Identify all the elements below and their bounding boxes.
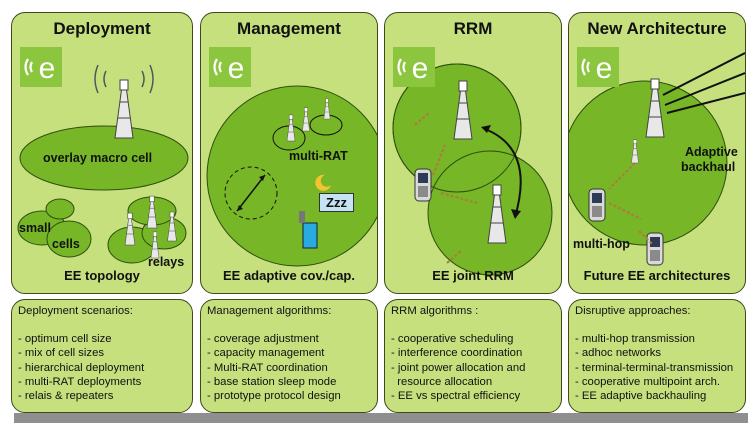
list-item: - prototype protocol design: [207, 390, 341, 403]
list-item: - cooperative multipoint arch.: [575, 375, 721, 388]
e-logo-icon: e: [20, 47, 62, 87]
list-item: - multi-hop transmission: [575, 333, 695, 346]
mobile-phone-icon: [646, 232, 664, 266]
sleeping-base-station-icon: [302, 222, 318, 249]
disruptive-approaches-box: Disruptive approaches: - multi-hop trans…: [568, 299, 746, 413]
multi-hop-label: multi-hop: [573, 237, 630, 251]
list-item: - coverage adjustment: [207, 333, 319, 346]
mobile-phone-icon: [414, 168, 432, 202]
panel-title: RRM: [453, 19, 493, 38]
list-item: - hierarchical deployment: [18, 361, 145, 374]
new-architecture-panel: New Architecture e Adaptive backhaul mul…: [568, 12, 746, 294]
box-heading: RRM algorithms :: [391, 305, 479, 317]
mobile-phone-icon: [588, 188, 606, 222]
list-item: - optimum cell size: [18, 333, 112, 346]
overlay-macro-cell-label: overlay macro cell: [43, 151, 153, 165]
cells-label: cells: [52, 237, 80, 251]
list-item: - joint power allocation and: [391, 361, 526, 374]
box-heading: Disruptive approaches:: [575, 305, 691, 317]
architecture-illustration: [569, 52, 745, 266]
list-item: - mix of cell sizes: [18, 347, 104, 360]
zzz-label: Zzz: [319, 193, 354, 212]
box-heading: Management algorithms:: [207, 305, 332, 317]
list-item: - adhoc networks: [575, 347, 662, 360]
backhaul-label: backhaul: [681, 160, 736, 174]
panel-subtitle: EE joint RRM: [432, 268, 514, 283]
rrm-algorithms-box: RRM algorithms : - cooperative schedulin…: [384, 299, 562, 413]
svg-text:e: e: [228, 52, 245, 85]
svg-text:e: e: [596, 52, 613, 85]
box-heading: Deployment scenarios:: [18, 305, 133, 317]
rrm-illustration: [392, 63, 553, 276]
panel-subtitle: EE adaptive cov./cap.: [223, 268, 355, 283]
e-logo-icon: e: [577, 47, 619, 87]
panel-title: New Architecture: [587, 19, 727, 38]
list-item: resource allocation: [391, 375, 493, 388]
list-item: - base station sleep mode: [207, 375, 337, 388]
management-algorithms-box: Management algorithms: - coverage adjust…: [200, 299, 378, 413]
list-item: - EE vs spectral efficiency: [391, 390, 521, 403]
list-item: - multi-RAT deployments: [18, 375, 142, 388]
list-item: - cooperative scheduling: [391, 333, 514, 346]
list-item: - EE adaptive backhauling: [575, 390, 707, 403]
bottom-shadow-bar: [14, 413, 748, 423]
list-item: - relais & repeaters: [18, 390, 114, 403]
e-logo-icon: e: [209, 47, 251, 87]
list-item: - capacity management: [207, 347, 325, 360]
panel-subtitle: Future EE architectures: [583, 268, 731, 283]
panel-title: Management: [237, 19, 341, 38]
deployment-panel: Deployment e overlay macro cell small ce…: [11, 12, 193, 294]
svg-text:e: e: [39, 52, 56, 85]
small-cells-label: small: [19, 221, 51, 235]
moon-icon: [315, 174, 331, 191]
deployment-illustration: [17, 64, 189, 264]
adaptive-label: Adaptive: [685, 145, 738, 159]
deployment-scenarios-box: Deployment scenarios: - optimum cell siz…: [11, 299, 193, 413]
relays-label: relays: [148, 255, 185, 269]
management-illustration: [206, 85, 377, 267]
svg-text:e: e: [412, 52, 429, 85]
e-logo-icon: e: [393, 47, 435, 87]
management-panel: Management e multi-RAT Zzz EE adaptive c…: [200, 12, 378, 294]
list-item: - Multi-RAT coordination: [207, 361, 328, 374]
panel-subtitle: EE topology: [64, 268, 140, 283]
macro-tower-icon: [114, 79, 134, 139]
list-item: - terminal-terminal-transmission: [575, 361, 734, 374]
panel-title: Deployment: [53, 19, 151, 38]
rrm-panel: RRM e EE joint RRM: [384, 12, 562, 294]
list-item: - interference coordination: [391, 347, 523, 360]
multi-rat-label: multi-RAT: [289, 149, 348, 163]
